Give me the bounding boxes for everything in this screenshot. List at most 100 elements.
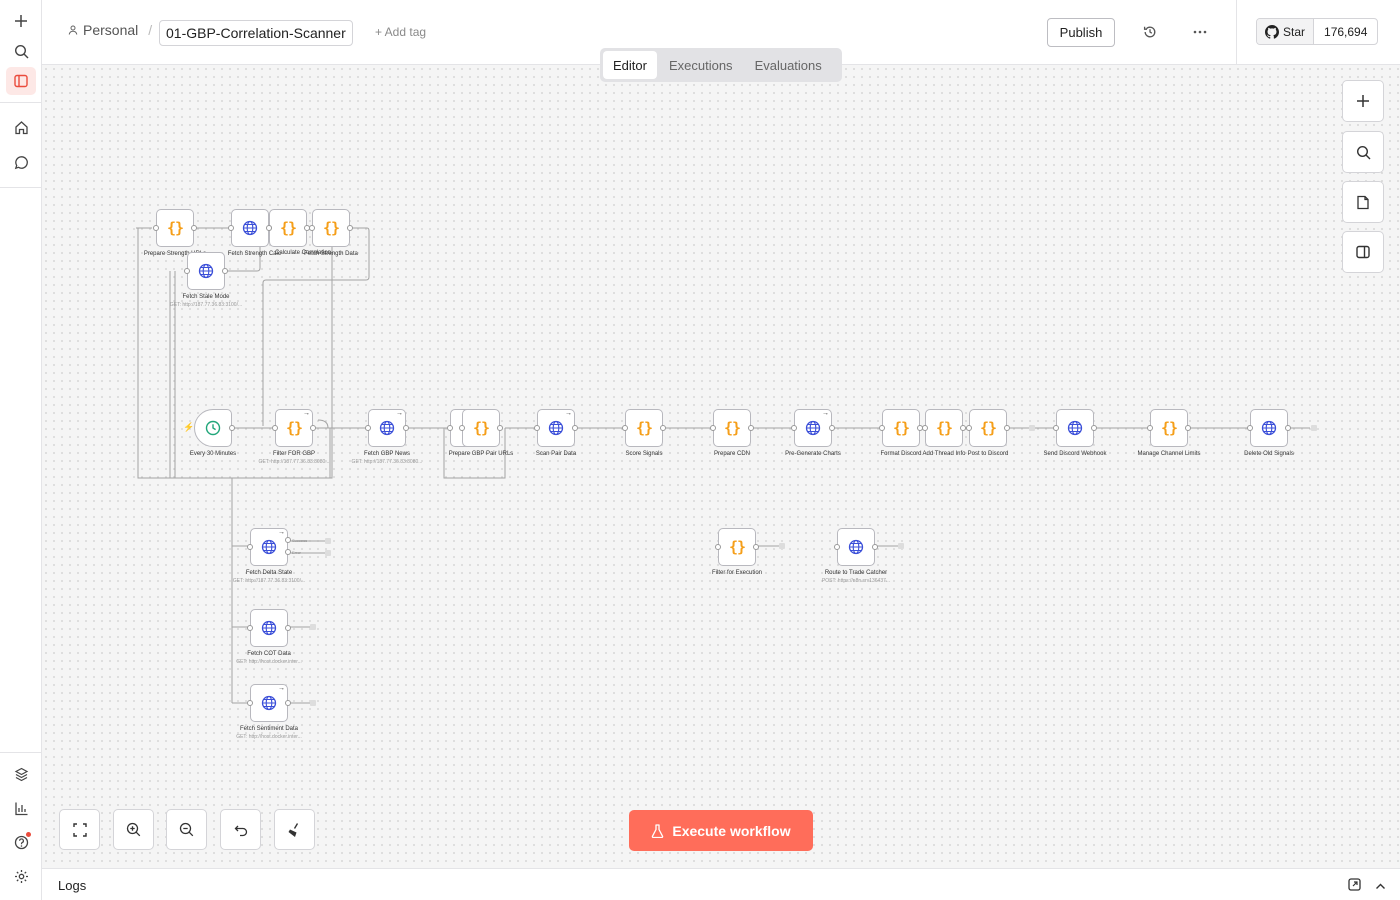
node-delete-old-signals[interactable]: Delete Old Signals (1244, 409, 1294, 457)
sticky-note-button[interactable] (1342, 181, 1384, 223)
more-icon[interactable] (1190, 22, 1210, 42)
github-star-button[interactable]: Star (1257, 19, 1315, 44)
insights-icon[interactable] (6, 794, 36, 822)
chevron-up-icon[interactable] (1375, 879, 1386, 897)
add-node-stub[interactable] (1029, 425, 1035, 431)
node-route-to-trade-catcher[interactable]: Route to Trade Catcher POST: https://n8n… (822, 528, 890, 584)
add-node-stub[interactable] (310, 624, 316, 630)
node-label: Format Discord (880, 451, 922, 457)
templates-icon[interactable] (6, 760, 36, 788)
code-icon: {} (723, 419, 741, 437)
help-icon[interactable] (6, 828, 36, 856)
node-fetch-cot-data[interactable]: Fetch COT Data GET: http://host.docker.i… (236, 609, 302, 665)
project-name[interactable]: Personal (83, 22, 139, 38)
node-post-to-discord[interactable]: {} Post to Discord (966, 409, 1010, 457)
notification-badge (26, 832, 31, 837)
flask-icon (652, 823, 664, 838)
chat-icon[interactable] (6, 148, 36, 176)
node-fetch-sentiment-data[interactable]: → Fetch Sentiment Data GET: http://host.… (236, 684, 302, 740)
node-calculate-correlation[interactable]: {} (266, 209, 310, 247)
node-format-discord[interactable]: {} Format Discord (879, 409, 923, 457)
node-send-discord-webhook[interactable]: Send Discord Webhook (1044, 409, 1106, 457)
zoom-out-button[interactable] (166, 809, 207, 850)
undo-button[interactable] (220, 809, 261, 850)
node-label: Filter for Execution (711, 570, 763, 576)
node-subtitle: GET: http://187.77.36.83:8080... (351, 459, 423, 465)
undo-icon (234, 825, 247, 836)
execute-workflow-label: Execute workflow (672, 822, 791, 839)
add-node-stub[interactable] (779, 543, 785, 549)
toggle-panel-button[interactable] (1342, 231, 1384, 273)
settings-icon[interactable] (6, 862, 36, 890)
globe-icon (261, 695, 277, 711)
node-subtitle: GET: http://host.docker.inter... (236, 734, 302, 740)
zoom-in-icon (126, 822, 141, 837)
node-label: Every 30 Minutes (189, 451, 237, 457)
code-icon: {} (322, 219, 340, 237)
panel-toggle-icon[interactable] (6, 67, 36, 95)
execute-workflow-button[interactable]: Execute workflow (629, 810, 813, 851)
plus-icon[interactable] (6, 7, 36, 35)
github-star-widget[interactable]: Star 176,694 (1256, 18, 1379, 45)
node-filter-for-execution[interactable]: {} Filter for Execution (712, 528, 762, 576)
node-label: Fetch Sentiment Data (239, 726, 299, 732)
open-logs-icon[interactable] (1348, 878, 1361, 896)
node-add-thread-info[interactable]: {} Add Thread Info (922, 409, 966, 457)
add-node-stub[interactable] (1311, 425, 1317, 431)
tab-editor[interactable]: Editor (603, 51, 657, 79)
tab-evaluations[interactable]: Evaluations (754, 57, 822, 73)
search-icon[interactable] (6, 37, 36, 65)
node-pre-generate-charts[interactable]: → Pre-Generate Charts (785, 409, 841, 457)
add-node-stub[interactable] (898, 543, 904, 549)
node-label: Score Signals (625, 451, 663, 457)
node-label: Fetch GBP News (364, 451, 410, 457)
node-label: Prepare CDN (713, 451, 751, 457)
node-subtitle: GET: http://187.77.36.83:3100/... (169, 302, 243, 308)
tidy-up-button[interactable] (274, 809, 315, 850)
node-fetch-strength-calc[interactable]: Fetch Strength Calc (228, 209, 281, 257)
breadcrumb[interactable]: Personal / (68, 22, 152, 38)
view-tabs: Editor Executions Evaluations (600, 48, 842, 82)
workflow-canvas[interactable]: {} Prepare Strength URLs {} Fetch Streng… (42, 65, 1400, 868)
node-fetch-delta-state[interactable]: → Fetch Delta State GET: http://187.77.3… (232, 528, 306, 584)
logs-panel[interactable]: Logs (42, 868, 1400, 900)
code-icon: {} (728, 538, 746, 556)
home-icon[interactable] (6, 113, 36, 141)
globe-icon (261, 620, 277, 636)
node-every-30-minutes[interactable]: ⚡ Every 30 Minutes (183, 409, 236, 457)
node-fetch-strength-data[interactable]: {} Fetch Strength Data (304, 209, 358, 257)
logs-label: Logs (58, 878, 87, 893)
zoom-in-button[interactable] (113, 809, 154, 850)
node-label: Fetch Strength Data (304, 251, 358, 257)
node-fetch-stale-mode[interactable]: Fetch Stale Mode GET: http://187.77.36.8… (170, 252, 242, 308)
fit-view-button[interactable] (59, 809, 100, 850)
node-prepare-cdn[interactable]: {} Prepare CDN (710, 409, 754, 457)
node-label: Fetch Strength Calc (227, 251, 281, 257)
connection-lines (136, 224, 1310, 704)
workflow-name[interactable]: 01-GBP-Correlation-Scanner (159, 20, 353, 46)
add-tag-button[interactable]: + Add tag (375, 25, 427, 39)
publish-button[interactable]: Publish (1047, 18, 1115, 47)
output-error-label: Error (292, 550, 301, 555)
tab-executions[interactable]: Executions (668, 57, 733, 73)
node-fetch-gbp-news[interactable]: → Fetch GBP News GET: http://187.77.36.8… (351, 409, 423, 465)
code-icon: {} (935, 419, 953, 437)
add-node-stub[interactable] (325, 538, 331, 544)
node-manage-channel-limits[interactable]: {} Manage Channel Limits (1137, 409, 1201, 457)
add-node-stub[interactable] (310, 700, 316, 706)
add-node-stub[interactable] (325, 550, 331, 556)
add-node-button[interactable] (1342, 80, 1384, 122)
node-scan-pair-data[interactable]: → Scan Pair Data (534, 409, 578, 457)
node-filter-for-gbp[interactable]: → {} Filter FOR GBP GET: http://187.77.3… (258, 409, 330, 465)
node-score-signals[interactable]: {} Score Signals (622, 409, 666, 457)
code-icon: {} (279, 219, 297, 237)
node-subtitle: GET: http://187.77.36.83:8080... (258, 459, 330, 465)
node-prepare-gbp-pair-urls[interactable]: {} Prepare GBP Pair URLs (449, 409, 513, 457)
fit-view-icon (72, 822, 87, 837)
history-icon[interactable] (1140, 22, 1160, 42)
code-icon: {} (635, 419, 653, 437)
zoom-out-icon (179, 822, 194, 837)
globe-icon (1261, 420, 1277, 436)
node-prepare-strength-urls[interactable]: {} Prepare Strength URLs (144, 209, 206, 257)
search-nodes-button[interactable] (1342, 131, 1384, 173)
